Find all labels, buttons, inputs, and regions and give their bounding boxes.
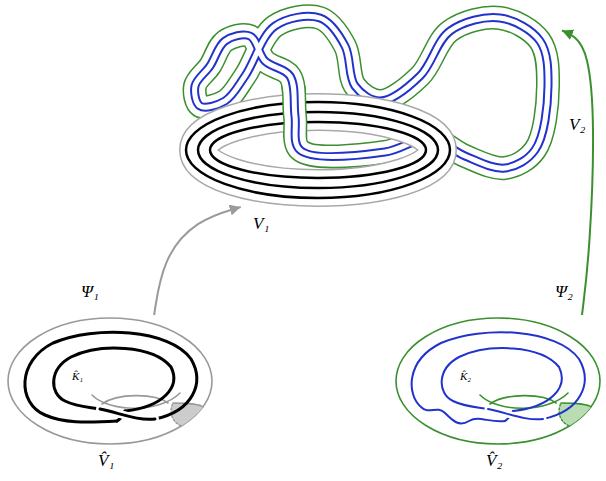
knot-strand bbox=[210, 122, 426, 178]
tube-outline bbox=[268, 86, 330, 138]
knot-label: K̂₁ bbox=[71, 370, 84, 383]
tube-interior bbox=[268, 86, 330, 138]
torus-label: V₂ bbox=[568, 115, 586, 135]
meridian-disk bbox=[171, 403, 203, 426]
knot-band bbox=[268, 86, 330, 138]
disk-edge bbox=[559, 403, 569, 426]
torus-outline bbox=[198, 112, 438, 188]
torus-shape bbox=[5, 315, 215, 447]
knot-band bbox=[195, 16, 548, 168]
torus-label: V₁ bbox=[252, 214, 270, 234]
torus-label: V̂₁ bbox=[97, 451, 115, 471]
map-label: Ψ₁ bbox=[80, 282, 100, 302]
model-solid-torus: V̂₂K̂₂ bbox=[393, 315, 603, 447]
tube-interior bbox=[195, 16, 548, 168]
torus-label: V̂₂ bbox=[485, 451, 503, 471]
crossing-gap bbox=[100, 409, 155, 419]
knot-strand bbox=[186, 102, 450, 198]
torus-interior bbox=[198, 112, 438, 188]
knot-tube bbox=[195, 16, 548, 168]
knot-strand bbox=[54, 348, 174, 411]
disk-edge bbox=[561, 403, 591, 407]
meridian-disk bbox=[559, 403, 591, 426]
knot-strand bbox=[25, 332, 197, 422]
knot-tube bbox=[268, 86, 330, 138]
solid-torus bbox=[186, 102, 450, 198]
tube-outline bbox=[195, 16, 548, 168]
map-arrow bbox=[562, 30, 593, 315]
knot-band-gap bbox=[195, 16, 548, 168]
knot-neighbourhood: V₂ bbox=[178, 2, 562, 180]
knot-strand bbox=[442, 348, 562, 411]
knot-strand bbox=[488, 409, 543, 419]
solid-torus: V₁ bbox=[180, 93, 456, 207]
torus-shape bbox=[393, 315, 603, 447]
knot-strand bbox=[412, 332, 585, 423]
knot-label: K̂₂ bbox=[459, 370, 472, 383]
crossing-gap bbox=[488, 409, 543, 419]
model-solid-torus: V̂₁K̂₁ bbox=[5, 315, 215, 447]
map-label: Ψ₂ bbox=[554, 282, 574, 302]
map-arrow bbox=[154, 207, 241, 315]
torus-outline bbox=[8, 318, 212, 444]
torus-outline bbox=[396, 318, 600, 444]
knot-strand bbox=[198, 112, 438, 188]
torus-hole bbox=[490, 396, 556, 404]
knot-strand bbox=[100, 409, 155, 419]
knot-band-gap bbox=[268, 86, 330, 138]
